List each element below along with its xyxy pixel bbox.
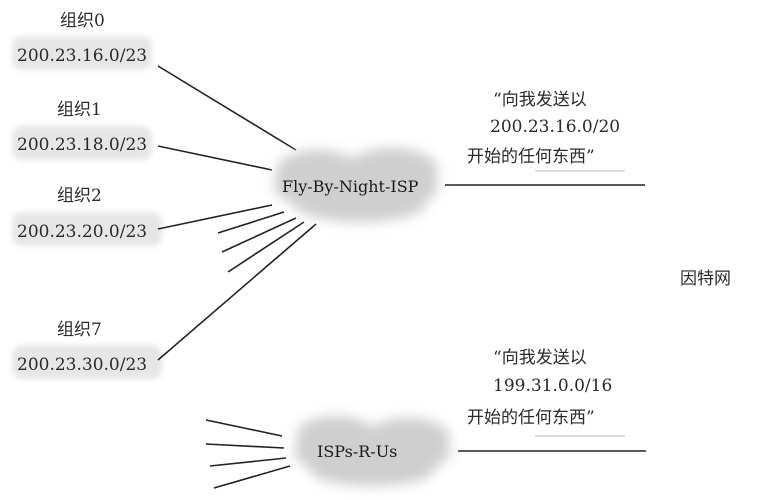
isp-fly-by-night-label: Fly-By-Night-ISP <box>282 177 419 196</box>
advert-isps-r-us: “向我发送以 199.31.0.0/16 开始的任何东西” <box>458 348 646 452</box>
isps-r-us-links <box>205 419 291 489</box>
advert-2-line3: 开始的任何东西” <box>467 408 595 428</box>
org-7: 组织7 200.23.30.0/23 <box>17 320 147 375</box>
isp-r-us-label: ISPs-R-Us <box>317 442 397 461</box>
internet-label: 因特网 <box>680 269 731 289</box>
advert-1-line1: “向我发送以 <box>493 90 587 110</box>
advert-2-line1: “向我发送以 <box>493 348 587 368</box>
isps-r-us-stub-1 <box>205 419 283 437</box>
advert-fly-by-night: “向我发送以 200.23.16.0/20 开始的任何东西” <box>445 90 645 186</box>
link-stub-1 <box>217 211 285 234</box>
link-stub-3 <box>227 221 305 273</box>
isps-r-us-stub-4 <box>213 465 291 489</box>
org-0: 组织0 200.23.16.0/23 <box>17 11 147 66</box>
advert-1-line3: 开始的任何东西” <box>467 147 595 167</box>
org-1-name: 组织1 <box>57 100 102 120</box>
advert-2-prefix: 199.31.0.0/16 <box>493 376 612 396</box>
org-label-backgrounds <box>12 36 162 379</box>
org-2: 组织2 200.23.20.0/23 <box>17 186 147 242</box>
org-0-prefix: 200.23.16.0/23 <box>17 46 147 66</box>
org-1: 组织1 200.23.18.0/23 <box>17 100 147 155</box>
advert-1-prefix: 200.23.16.0/20 <box>490 117 620 137</box>
link-org-2 <box>157 204 273 230</box>
link-org-1 <box>157 145 273 171</box>
org-7-prefix: 200.23.30.0/23 <box>17 355 147 375</box>
org-2-name: 组织2 <box>57 186 102 206</box>
link-org-7 <box>157 223 317 361</box>
link-stub-2 <box>221 217 297 253</box>
org-2-prefix: 200.23.20.0/23 <box>17 222 147 242</box>
isps-r-us-cloud-icon: ISPs-R-Us <box>294 416 450 486</box>
isps-r-us-stub-2 <box>205 443 285 449</box>
isps-r-us-stub-3 <box>209 457 287 467</box>
link-org-0 <box>157 65 297 151</box>
org-1-prefix: 200.23.18.0/23 <box>17 135 147 155</box>
org-7-name: 组织7 <box>57 320 102 340</box>
fly-by-night-cloud-icon: Fly-By-Night-ISP <box>274 148 438 222</box>
org-0-name: 组织0 <box>60 11 105 31</box>
org-links <box>157 65 317 361</box>
